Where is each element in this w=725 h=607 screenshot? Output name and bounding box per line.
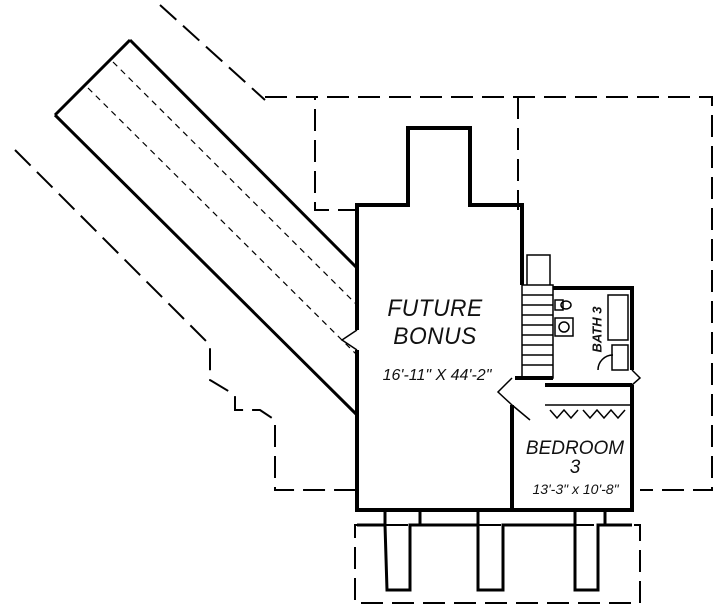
covered-walkway: [53, 38, 359, 417]
bonus-room-dimensions: 16'-11" X 44'-2": [382, 367, 492, 384]
bath-name: BATH 3: [589, 306, 605, 353]
bedroom-name-line2: 3: [569, 457, 581, 478]
bonus-room-name-line2: BONUS: [393, 323, 477, 350]
stairs: [521, 254, 554, 379]
bedroom-name-line1: BEDROOM: [525, 438, 625, 459]
porch-columns: [357, 510, 632, 592]
roof-outline-dashed: [14, 4, 713, 604]
doors-and-closet: [340, 329, 642, 421]
bonus-room-name-line1: FUTURE: [387, 295, 483, 322]
roof-ridge-lines: [87, 61, 358, 356]
bedroom-dimensions: 13'-3" x 10'-8": [532, 481, 619, 497]
bath-fixtures: [554, 294, 629, 371]
